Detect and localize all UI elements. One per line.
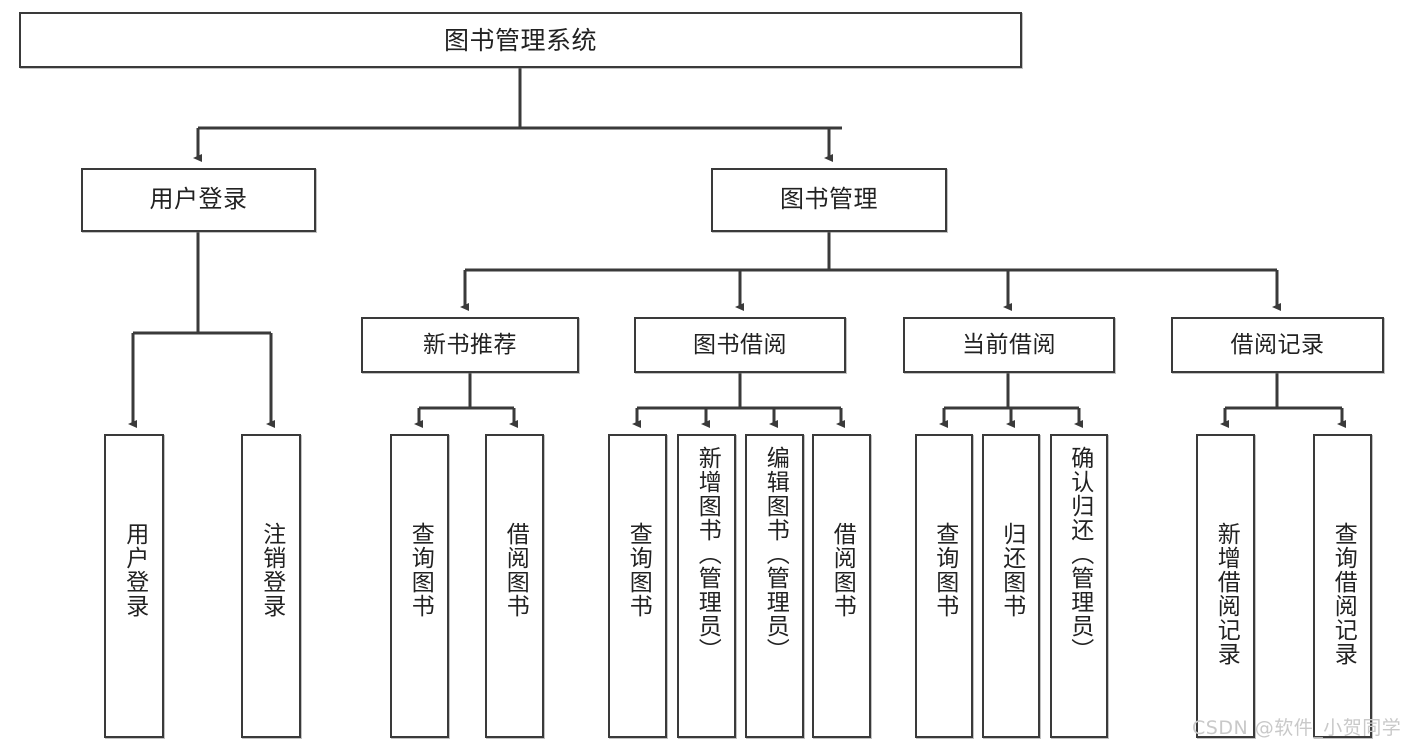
- leaf-logout[interactable]: 注销登录: [241, 434, 301, 738]
- leaf-edit-book-admin[interactable]: 编辑图书（管理员）: [745, 434, 804, 738]
- node-user-login[interactable]: 用户登录: [81, 168, 316, 232]
- node-label: 编辑图书（管理员）: [762, 446, 789, 662]
- node-book-management[interactable]: 图书管理: [711, 168, 947, 232]
- node-label: 图书管理系统: [443, 25, 597, 55]
- node-borrow-record[interactable]: 借阅记录: [1171, 317, 1384, 373]
- leaf-add-book-admin[interactable]: 新增图书（管理员）: [677, 434, 736, 738]
- node-root-system[interactable]: 图书管理系统: [19, 12, 1022, 68]
- leaf-query-book-3[interactable]: 查询图书: [915, 434, 973, 738]
- node-label: 借阅图书: [502, 522, 529, 618]
- node-label: 图书借阅: [693, 331, 787, 358]
- leaf-query-borrow-record[interactable]: 查询借阅记录: [1313, 434, 1372, 738]
- node-label: 借阅图书: [829, 522, 856, 618]
- node-label: 新书推荐: [423, 331, 517, 358]
- node-label: 查询借阅记录: [1330, 522, 1357, 666]
- leaf-borrow-book-2[interactable]: 借阅图书: [812, 434, 871, 738]
- node-new-book-recommend[interactable]: 新书推荐: [361, 317, 579, 373]
- node-label: 借阅记录: [1230, 331, 1325, 358]
- leaf-query-book-2[interactable]: 查询图书: [608, 434, 667, 738]
- node-label: 图书管理: [780, 185, 878, 214]
- node-label: 当前借阅: [962, 331, 1056, 358]
- leaf-confirm-return-admin[interactable]: 确认归还（管理员）: [1050, 434, 1108, 738]
- node-label: 查询图书: [407, 522, 434, 618]
- leaf-add-borrow-record[interactable]: 新增借阅记录: [1196, 434, 1255, 738]
- leaf-query-book-1[interactable]: 查询图书: [390, 434, 449, 738]
- node-label: 新增借阅记录: [1213, 522, 1240, 666]
- leaf-borrow-book-1[interactable]: 借阅图书: [485, 434, 544, 738]
- node-label: 确认归还（管理员）: [1066, 446, 1093, 662]
- node-label: 注销登录: [258, 522, 285, 618]
- leaf-return-book[interactable]: 归还图书: [982, 434, 1040, 738]
- node-label: 查询图书: [931, 522, 958, 618]
- node-label: 归还图书: [998, 522, 1025, 618]
- node-label: 用户登录: [149, 185, 248, 214]
- node-label: 查询图书: [625, 522, 652, 618]
- node-book-borrow[interactable]: 图书借阅: [634, 317, 846, 373]
- node-label: 新增图书（管理员）: [694, 446, 721, 662]
- node-label: 用户登录: [121, 522, 148, 618]
- leaf-user-login[interactable]: 用户登录: [104, 434, 164, 738]
- node-current-borrow[interactable]: 当前借阅: [903, 317, 1115, 373]
- csdn-watermark: CSDN @软件_小贺同学: [1192, 717, 1402, 739]
